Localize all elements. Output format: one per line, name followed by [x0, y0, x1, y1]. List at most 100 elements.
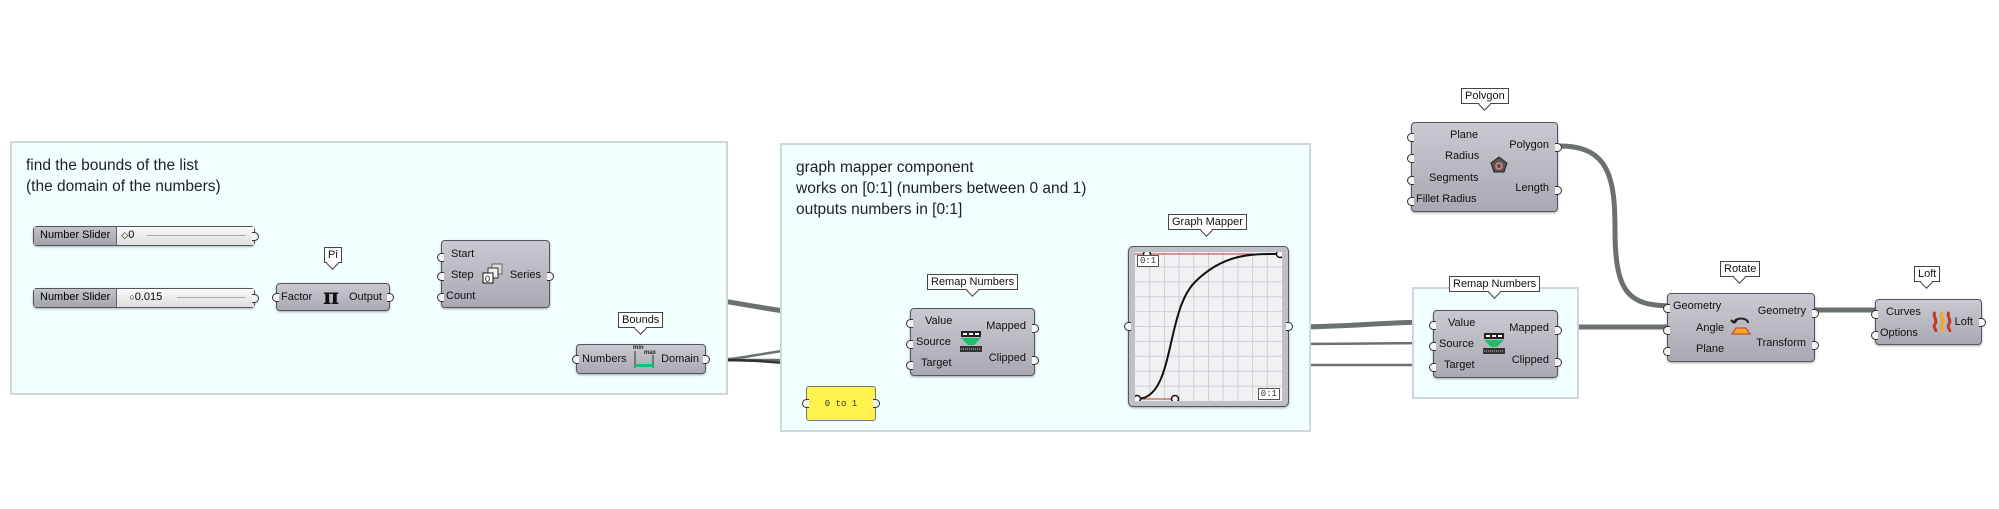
- loft-component[interactable]: Curves Options Loft: [1871, 299, 1986, 345]
- input-grip[interactable]: [1124, 322, 1131, 331]
- output-grip[interactable]: [1286, 322, 1293, 331]
- input-grip[interactable]: [1663, 304, 1670, 313]
- output-grip[interactable]: [252, 293, 259, 303]
- wire-polygon-rotate: [1557, 143, 1673, 309]
- input-grip[interactable]: [1871, 310, 1878, 319]
- output-grip[interactable]: [387, 292, 394, 302]
- output-grip[interactable]: [547, 272, 554, 281]
- input-grip[interactable]: [906, 340, 913, 349]
- input-start[interactable]: Start: [451, 248, 475, 260]
- slider-track[interactable]: ○0.015: [117, 289, 254, 307]
- input-grip[interactable]: [1407, 176, 1414, 185]
- input-grip[interactable]: [437, 272, 444, 281]
- output-grip[interactable]: [1979, 317, 1986, 327]
- input-source[interactable]: Source: [1439, 338, 1474, 350]
- input-grip[interactable]: [1407, 197, 1414, 206]
- curve-control-handle[interactable]: [1275, 249, 1285, 259]
- number-slider-start[interactable]: Number Slider ◇0: [33, 226, 259, 246]
- series-component[interactable]: Start Step Count 0 Series: [437, 240, 554, 308]
- curve-control-handle[interactable]: [1170, 394, 1180, 404]
- input-segments[interactable]: Segments: [1429, 172, 1479, 184]
- output-mapped[interactable]: Mapped: [986, 320, 1026, 332]
- output-grip[interactable]: [1555, 326, 1562, 335]
- input-grip[interactable]: [802, 399, 809, 408]
- output-clipped[interactable]: Clipped: [988, 352, 1026, 364]
- output-grip[interactable]: [1555, 186, 1562, 195]
- polygon-component[interactable]: Plane Radius Segments Fillet Radius Poly…: [1407, 122, 1562, 212]
- input-source[interactable]: Source: [916, 336, 951, 348]
- domain-x-tag[interactable]: 0:1: [1137, 255, 1160, 267]
- input-curves[interactable]: Curves: [1886, 306, 1921, 318]
- curve-control-handle[interactable]: [1132, 394, 1142, 404]
- output-loft[interactable]: Loft: [1954, 316, 1973, 328]
- output-grip[interactable]: [703, 354, 710, 364]
- pi-icon: π: [323, 284, 340, 310]
- remap-icon: [1482, 333, 1506, 358]
- output-polygon[interactable]: Polygon: [1509, 139, 1549, 151]
- input-options[interactable]: Options: [1880, 327, 1918, 339]
- slider-knob-icon[interactable]: ◇: [121, 230, 129, 240]
- input-count[interactable]: Count: [446, 290, 476, 302]
- pi-component[interactable]: Factor π Output: [272, 283, 394, 311]
- input-step[interactable]: Step: [451, 269, 474, 281]
- input-grip[interactable]: [906, 319, 913, 328]
- output-grip[interactable]: [1812, 309, 1819, 318]
- input-geometry[interactable]: Geometry: [1673, 300, 1722, 312]
- input-grip[interactable]: [1871, 331, 1878, 340]
- input-numbers[interactable]: Numbers: [582, 353, 627, 365]
- output-output[interactable]: Output: [348, 291, 382, 303]
- graph-mapper-component[interactable]: 0:1 0:1: [1124, 246, 1293, 407]
- input-value[interactable]: Value: [1448, 317, 1476, 329]
- input-plane[interactable]: Plane: [1450, 129, 1479, 141]
- output-grip[interactable]: [1032, 356, 1039, 365]
- output-mapped[interactable]: Mapped: [1509, 322, 1549, 334]
- svg-text:0: 0: [485, 274, 490, 284]
- input-grip[interactable]: [1407, 133, 1414, 142]
- number-slider-step[interactable]: Number Slider ○0.015: [33, 288, 259, 308]
- input-grip[interactable]: [1407, 154, 1414, 163]
- slider-label: Number Slider: [34, 289, 118, 307]
- input-target[interactable]: Target: [921, 357, 952, 369]
- graph-area[interactable]: [1132, 249, 1285, 404]
- input-grip[interactable]: [437, 293, 444, 302]
- input-grip[interactable]: [437, 253, 444, 262]
- output-grip[interactable]: [1812, 341, 1819, 350]
- input-grip[interactable]: [1429, 363, 1436, 372]
- input-plane[interactable]: Plane: [1696, 343, 1725, 355]
- input-grip[interactable]: [1663, 326, 1670, 335]
- output-grip[interactable]: [1555, 143, 1562, 152]
- input-grip[interactable]: [1429, 342, 1436, 351]
- input-angle[interactable]: Angle: [1696, 322, 1725, 334]
- input-target[interactable]: Target: [1444, 359, 1475, 371]
- input-radius[interactable]: Radius: [1445, 150, 1480, 162]
- domain-y-tag[interactable]: 0:1: [1257, 388, 1280, 400]
- input-factor[interactable]: Factor: [281, 291, 313, 303]
- input-grip[interactable]: [1429, 321, 1436, 330]
- output-geometry[interactable]: Geometry: [1757, 305, 1806, 317]
- slider-knob-icon[interactable]: ○: [129, 292, 135, 302]
- remap-label-bubble: Remap Numbers: [927, 274, 1019, 290]
- input-value[interactable]: Value: [925, 315, 953, 327]
- remap-numbers-component[interactable]: Value Source Target Mapped Clipped: [906, 308, 1039, 376]
- output-domain[interactable]: Domain: [661, 353, 699, 365]
- slider-track[interactable]: ◇0: [117, 227, 254, 245]
- panel-0-to-1[interactable]: 0 to 1: [802, 386, 880, 421]
- input-grip[interactable]: [1663, 347, 1670, 356]
- rotate-component[interactable]: Geometry Angle Plane Geometry Transform: [1663, 293, 1819, 362]
- output-grip[interactable]: [1555, 358, 1562, 367]
- output-grip[interactable]: [252, 231, 259, 241]
- input-fillet-radius[interactable]: Fillet Radius: [1416, 193, 1477, 205]
- output-grip[interactable]: [1032, 324, 1039, 333]
- output-transform[interactable]: Transform: [1756, 337, 1806, 349]
- slider-value: 0.015: [134, 291, 163, 303]
- polygon-icon: [1490, 156, 1508, 177]
- remap-numbers-component-2[interactable]: Value Source Target Mapped Clipped: [1429, 310, 1562, 378]
- output-series[interactable]: Series: [509, 269, 541, 281]
- input-grip[interactable]: [272, 292, 279, 302]
- output-length[interactable]: Length: [1515, 182, 1549, 194]
- output-clipped[interactable]: Clipped: [1511, 354, 1549, 366]
- input-grip[interactable]: [906, 361, 913, 370]
- input-grip[interactable]: [572, 354, 579, 364]
- output-grip[interactable]: [873, 399, 880, 408]
